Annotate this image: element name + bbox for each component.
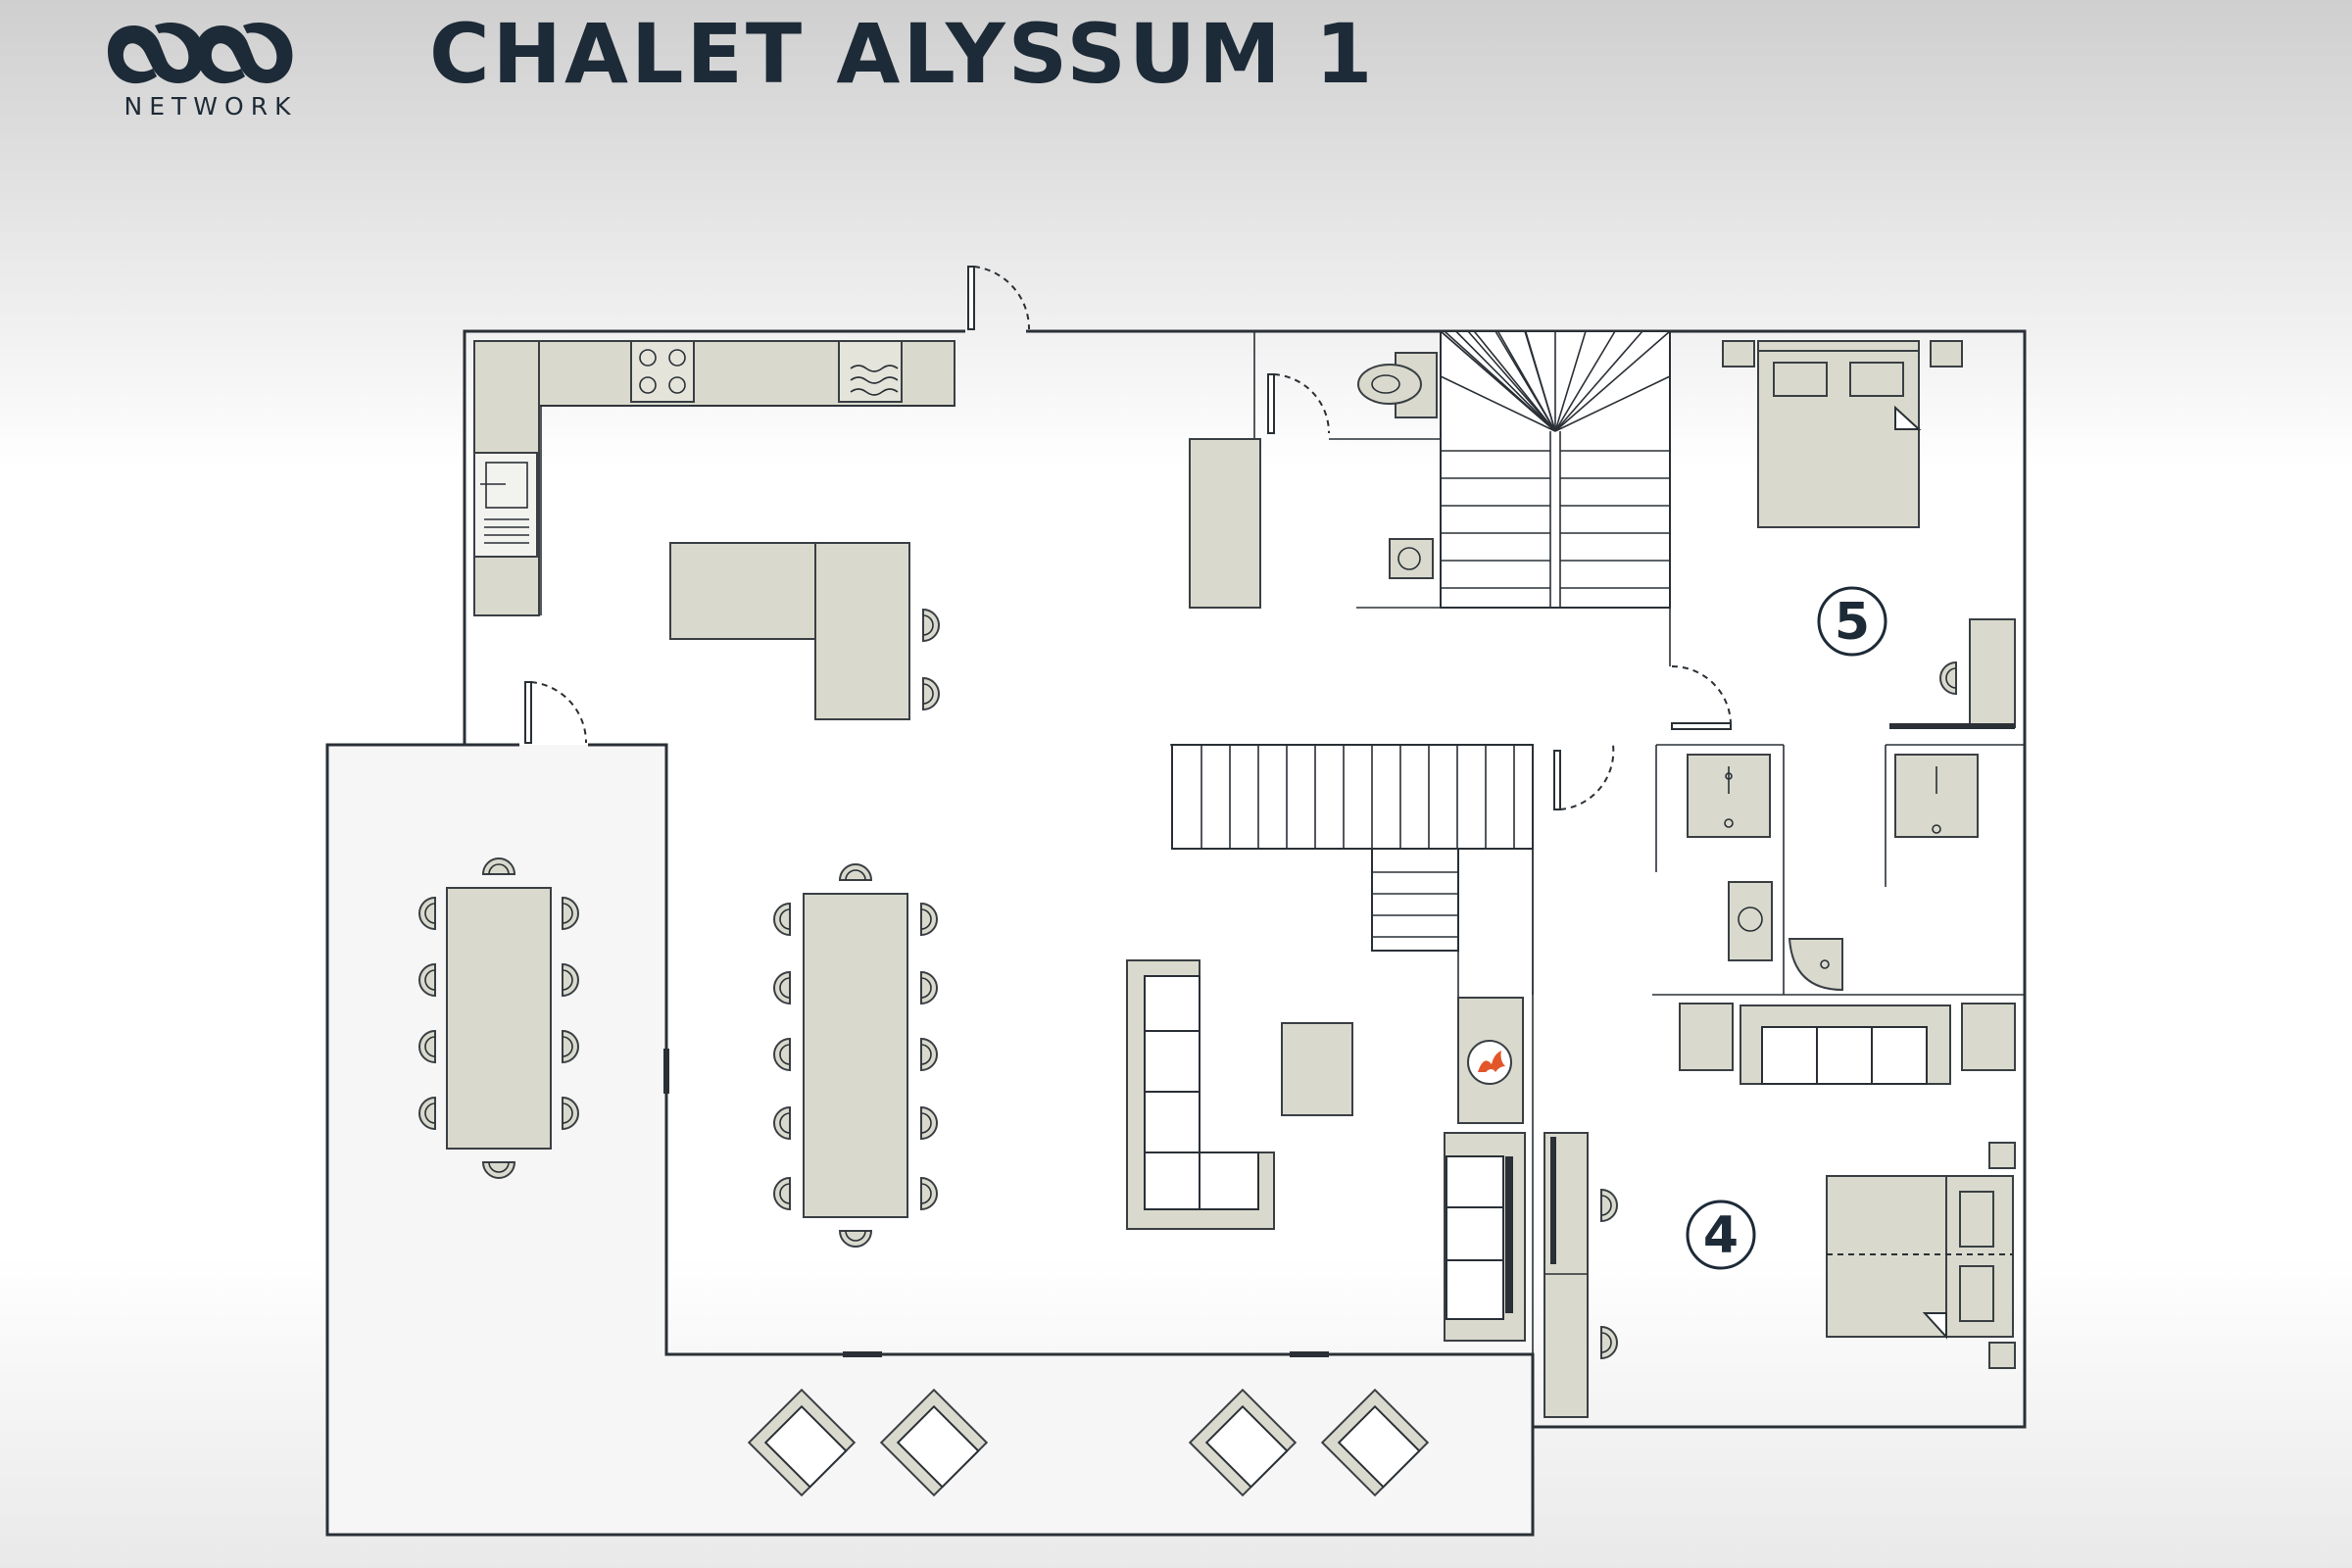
door-bathroom (1553, 744, 1615, 810)
chair-icon (922, 676, 940, 711)
sliding-doors (663, 1049, 1397, 1357)
svg-text:5: 5 (1835, 593, 1870, 652)
oven-icon (838, 340, 903, 403)
side-table-right (1961, 1003, 2016, 1071)
sofa-room-4 (1740, 1004, 1951, 1085)
coffee-table (1281, 1022, 1353, 1116)
page-title: CHALET ALYSSUM 1 (429, 6, 1376, 102)
utility-cabinet (1189, 438, 1261, 609)
chair-icon (920, 902, 938, 937)
chair-icon (920, 1037, 938, 1072)
desk-room-4 (1544, 1132, 1589, 1418)
lounge-chair-icon (1188, 1388, 1298, 1497)
chair-icon (773, 970, 791, 1005)
bathroom-sink-left (1687, 754, 1771, 838)
dining-table (803, 893, 908, 1218)
lounge-chair-icon (747, 1388, 857, 1497)
side-table-left (1679, 1003, 1734, 1071)
onb-logo-icon (108, 23, 293, 84)
chair-icon (773, 1037, 791, 1072)
bed-room-5 (1722, 340, 1963, 528)
chair-icon (481, 1161, 516, 1179)
chair-icon (922, 608, 940, 643)
logo-wordmark: NETWORK (123, 92, 298, 121)
kitchen-island (669, 542, 910, 720)
terrace-dining-table (446, 887, 552, 1150)
chair-icon (773, 1176, 791, 1211)
chair-icon (562, 1096, 579, 1131)
lounge-chair-icon (1320, 1388, 1430, 1497)
staircase (1171, 330, 1671, 1123)
chair-icon (1600, 1188, 1618, 1223)
bed-room-4 (1826, 1142, 2016, 1369)
room-5-label: 5 (1817, 586, 1887, 657)
chair-icon (920, 1176, 938, 1211)
lounge-chair-icon (879, 1388, 989, 1497)
chair-icon (1939, 661, 1957, 696)
chair-icon (773, 1105, 791, 1141)
fireplace-icon (1457, 997, 1524, 1124)
chair-icon (1600, 1325, 1618, 1360)
chairs-group (418, 608, 1957, 1360)
chair-icon (418, 962, 436, 998)
chair-icon (920, 970, 938, 1005)
kitchen-sink-icon (473, 452, 538, 558)
desk-room-5 (1889, 618, 2016, 729)
chair-icon (920, 1105, 938, 1141)
room-4-label: 4 (1686, 1200, 1756, 1270)
sectional-sofa (1126, 959, 1275, 1230)
chair-icon (562, 1029, 579, 1064)
cooktop-icon (630, 340, 695, 403)
chair-icon (418, 1029, 436, 1064)
door-terrace (524, 681, 588, 744)
chair-icon (562, 896, 579, 931)
chair-icon (418, 1096, 436, 1131)
door-wc (1267, 373, 1331, 434)
toilet-icon (1357, 352, 1438, 418)
chair-icon (418, 896, 436, 931)
chair-icon (838, 863, 873, 881)
tv-unit (1444, 1132, 1526, 1342)
bathroom-sink-right (1894, 754, 1979, 838)
bathroom-basin (1728, 881, 1773, 961)
svg-text:4: 4 (1703, 1206, 1739, 1265)
chair-icon (838, 1230, 873, 1248)
chair-icon (481, 858, 516, 875)
chair-icon (562, 962, 579, 998)
chair-icon (773, 902, 791, 937)
wc-basin-icon (1389, 538, 1434, 579)
door-entrance (967, 266, 1031, 330)
door-room-5 (1671, 665, 1732, 730)
corner-shower-icon (1788, 938, 1843, 992)
lounge-chairs (747, 1388, 1430, 1497)
